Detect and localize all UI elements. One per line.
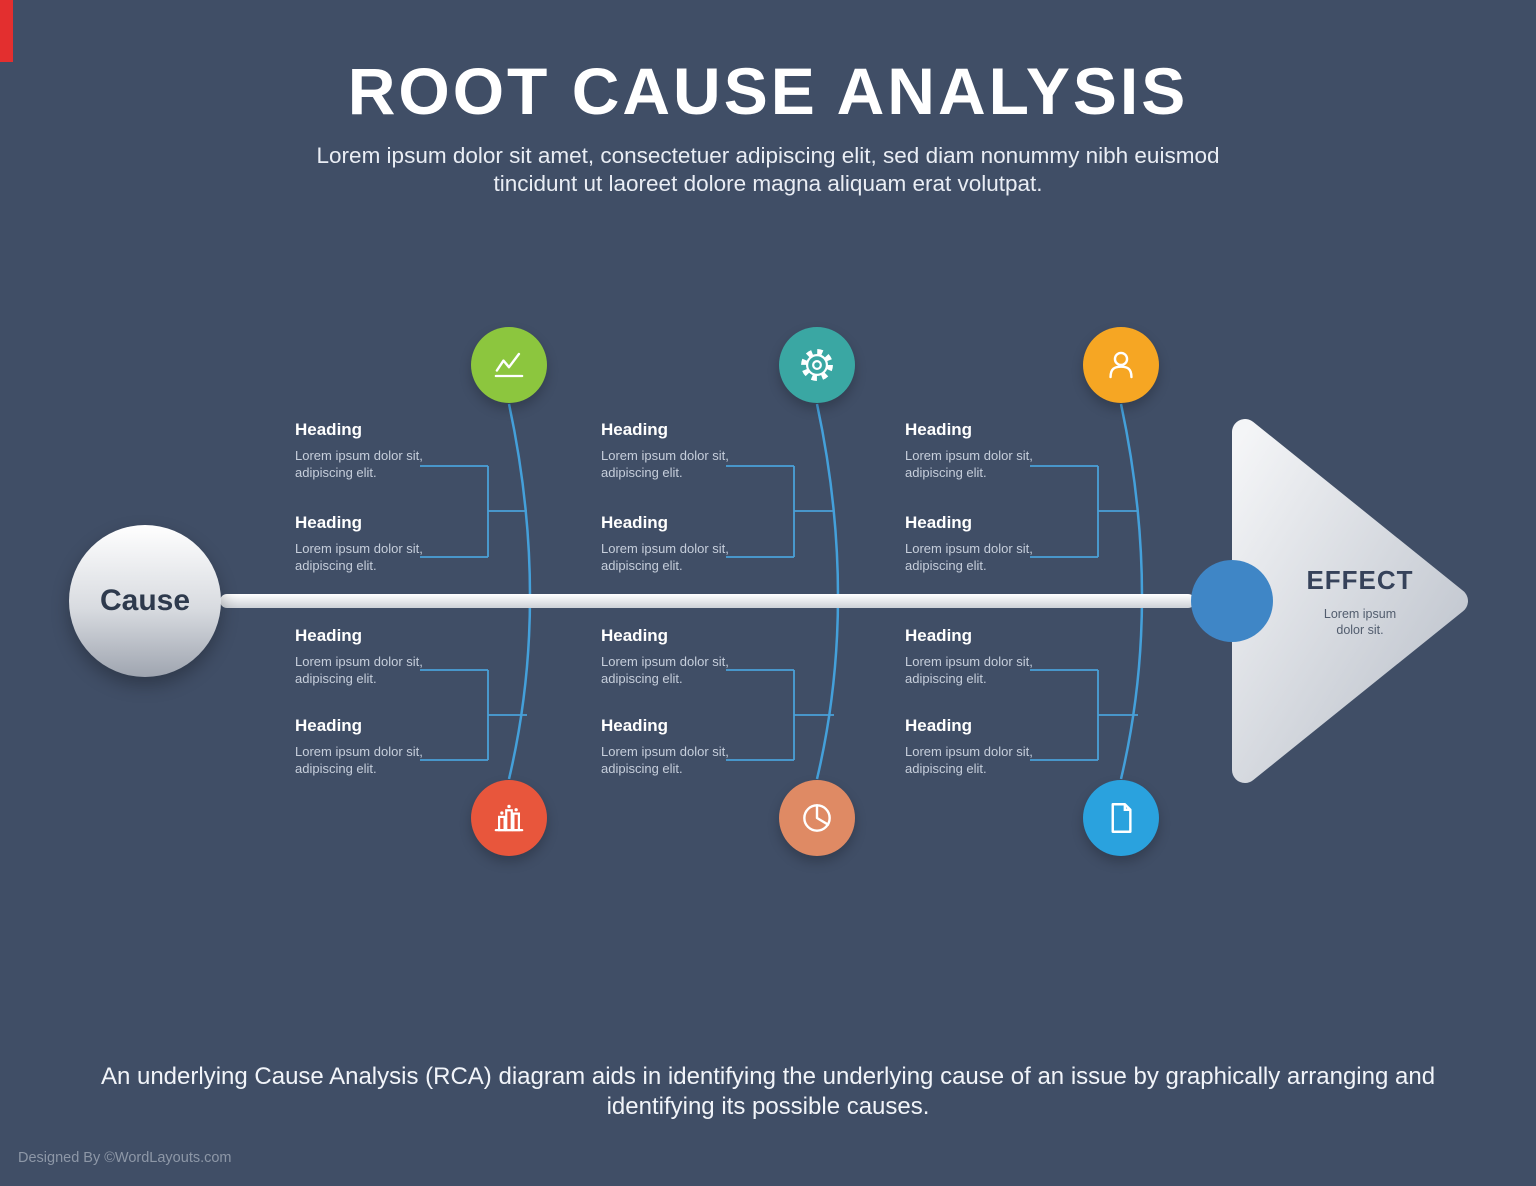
item-body: Lorem ipsum dolor sit, adipiscing elit. <box>905 541 1033 573</box>
bar-chart-icon <box>471 780 547 856</box>
item-heading: Heading <box>601 420 669 439</box>
item-heading: Heading <box>601 513 669 532</box>
cause-item: Heading Lorem ipsum dolor sit, adipiscin… <box>295 626 437 687</box>
footer-description: An underlying Cause Analysis (RCA) diagr… <box>100 1063 1436 1120</box>
cause-item: Heading Lorem ipsum dolor sit, adipiscin… <box>601 626 743 687</box>
connector-bracket-col1-top <box>420 465 527 558</box>
item-body: Lorem ipsum dolor sit, adipiscing elit. <box>295 541 423 573</box>
pie-chart-icon <box>779 780 855 856</box>
junction-circle <box>1191 560 1273 642</box>
item-body: Lorem ipsum dolor sit, adipiscing elit. <box>295 448 423 480</box>
item-heading: Heading <box>905 513 973 532</box>
red-corner-mark <box>0 0 13 62</box>
item-heading: Heading <box>905 626 973 645</box>
item-heading: Heading <box>905 716 973 735</box>
cause-item: Heading Lorem ipsum dolor sit, adipiscin… <box>601 420 743 481</box>
item-heading: Heading <box>295 513 363 532</box>
item-heading: Heading <box>905 420 973 439</box>
connector-bracket-col1-bottom <box>420 669 527 761</box>
connector-bracket-col3-top <box>1030 465 1138 558</box>
item-body: Lorem ipsum dolor sit, adipiscing elit. <box>905 654 1033 686</box>
effect-label: EFFECT <box>1306 565 1414 595</box>
spine-bar <box>220 594 1195 608</box>
rib-line-3 <box>1119 403 1144 780</box>
connector-bracket-col2-top <box>726 465 834 558</box>
cause-item: Heading Lorem ipsum dolor sit, adipiscin… <box>295 513 437 574</box>
item-heading: Heading <box>601 626 669 645</box>
gear-icon <box>779 327 855 403</box>
item-body: Lorem ipsum dolor sit, adipiscing elit. <box>601 448 729 480</box>
cause-item: Heading Lorem ipsum dolor sit, adipiscin… <box>905 420 1047 481</box>
item-heading: Heading <box>295 716 363 735</box>
page-subtitle: Lorem ipsum dolor sit amet, consectetuer… <box>316 143 1220 196</box>
cause-item: Heading Lorem ipsum dolor sit, adipiscin… <box>601 716 743 777</box>
item-body: Lorem ipsum dolor sit, adipiscing elit. <box>601 744 729 776</box>
cause-item: Heading Lorem ipsum dolor sit, adipiscin… <box>601 513 743 574</box>
effect-subtext: Lorem ipsum dolor sit. <box>1323 607 1397 637</box>
rib-line-2 <box>815 403 840 780</box>
item-body: Lorem ipsum dolor sit, adipiscing elit. <box>905 744 1033 776</box>
cause-node: Cause <box>69 525 221 677</box>
cause-item: Heading Lorem ipsum dolor sit, adipiscin… <box>905 716 1047 777</box>
person-icon <box>1083 327 1159 403</box>
cause-item: Heading Lorem ipsum dolor sit, adipiscin… <box>905 513 1047 574</box>
item-body: Lorem ipsum dolor sit, adipiscing elit. <box>295 654 423 686</box>
credit-line: Designed By ©WordLayouts.com <box>18 1150 232 1166</box>
connector-bracket-col3-bottom <box>1030 669 1138 761</box>
item-body: Lorem ipsum dolor sit, adipiscing elit. <box>905 448 1033 480</box>
page-title: ROOT CAUSE ANALYSIS <box>347 54 1189 128</box>
cause-item: Heading Lorem ipsum dolor sit, adipiscin… <box>295 420 437 481</box>
item-heading: Heading <box>601 716 669 735</box>
cause-label: Cause <box>99 584 191 617</box>
item-heading: Heading <box>295 420 363 439</box>
document-icon <box>1083 780 1159 856</box>
line-chart-icon <box>471 327 547 403</box>
rib-line-1 <box>507 403 532 780</box>
connector-bracket-col2-bottom <box>726 669 834 761</box>
item-body: Lorem ipsum dolor sit, adipiscing elit. <box>601 541 729 573</box>
cause-item: Heading Lorem ipsum dolor sit, adipiscin… <box>295 716 437 777</box>
item-body: Lorem ipsum dolor sit, adipiscing elit. <box>295 744 423 776</box>
item-body: Lorem ipsum dolor sit, adipiscing elit. <box>601 654 729 686</box>
item-heading: Heading <box>295 626 363 645</box>
effect-arrow <box>1232 419 1468 783</box>
cause-item: Heading Lorem ipsum dolor sit, adipiscin… <box>905 626 1047 687</box>
